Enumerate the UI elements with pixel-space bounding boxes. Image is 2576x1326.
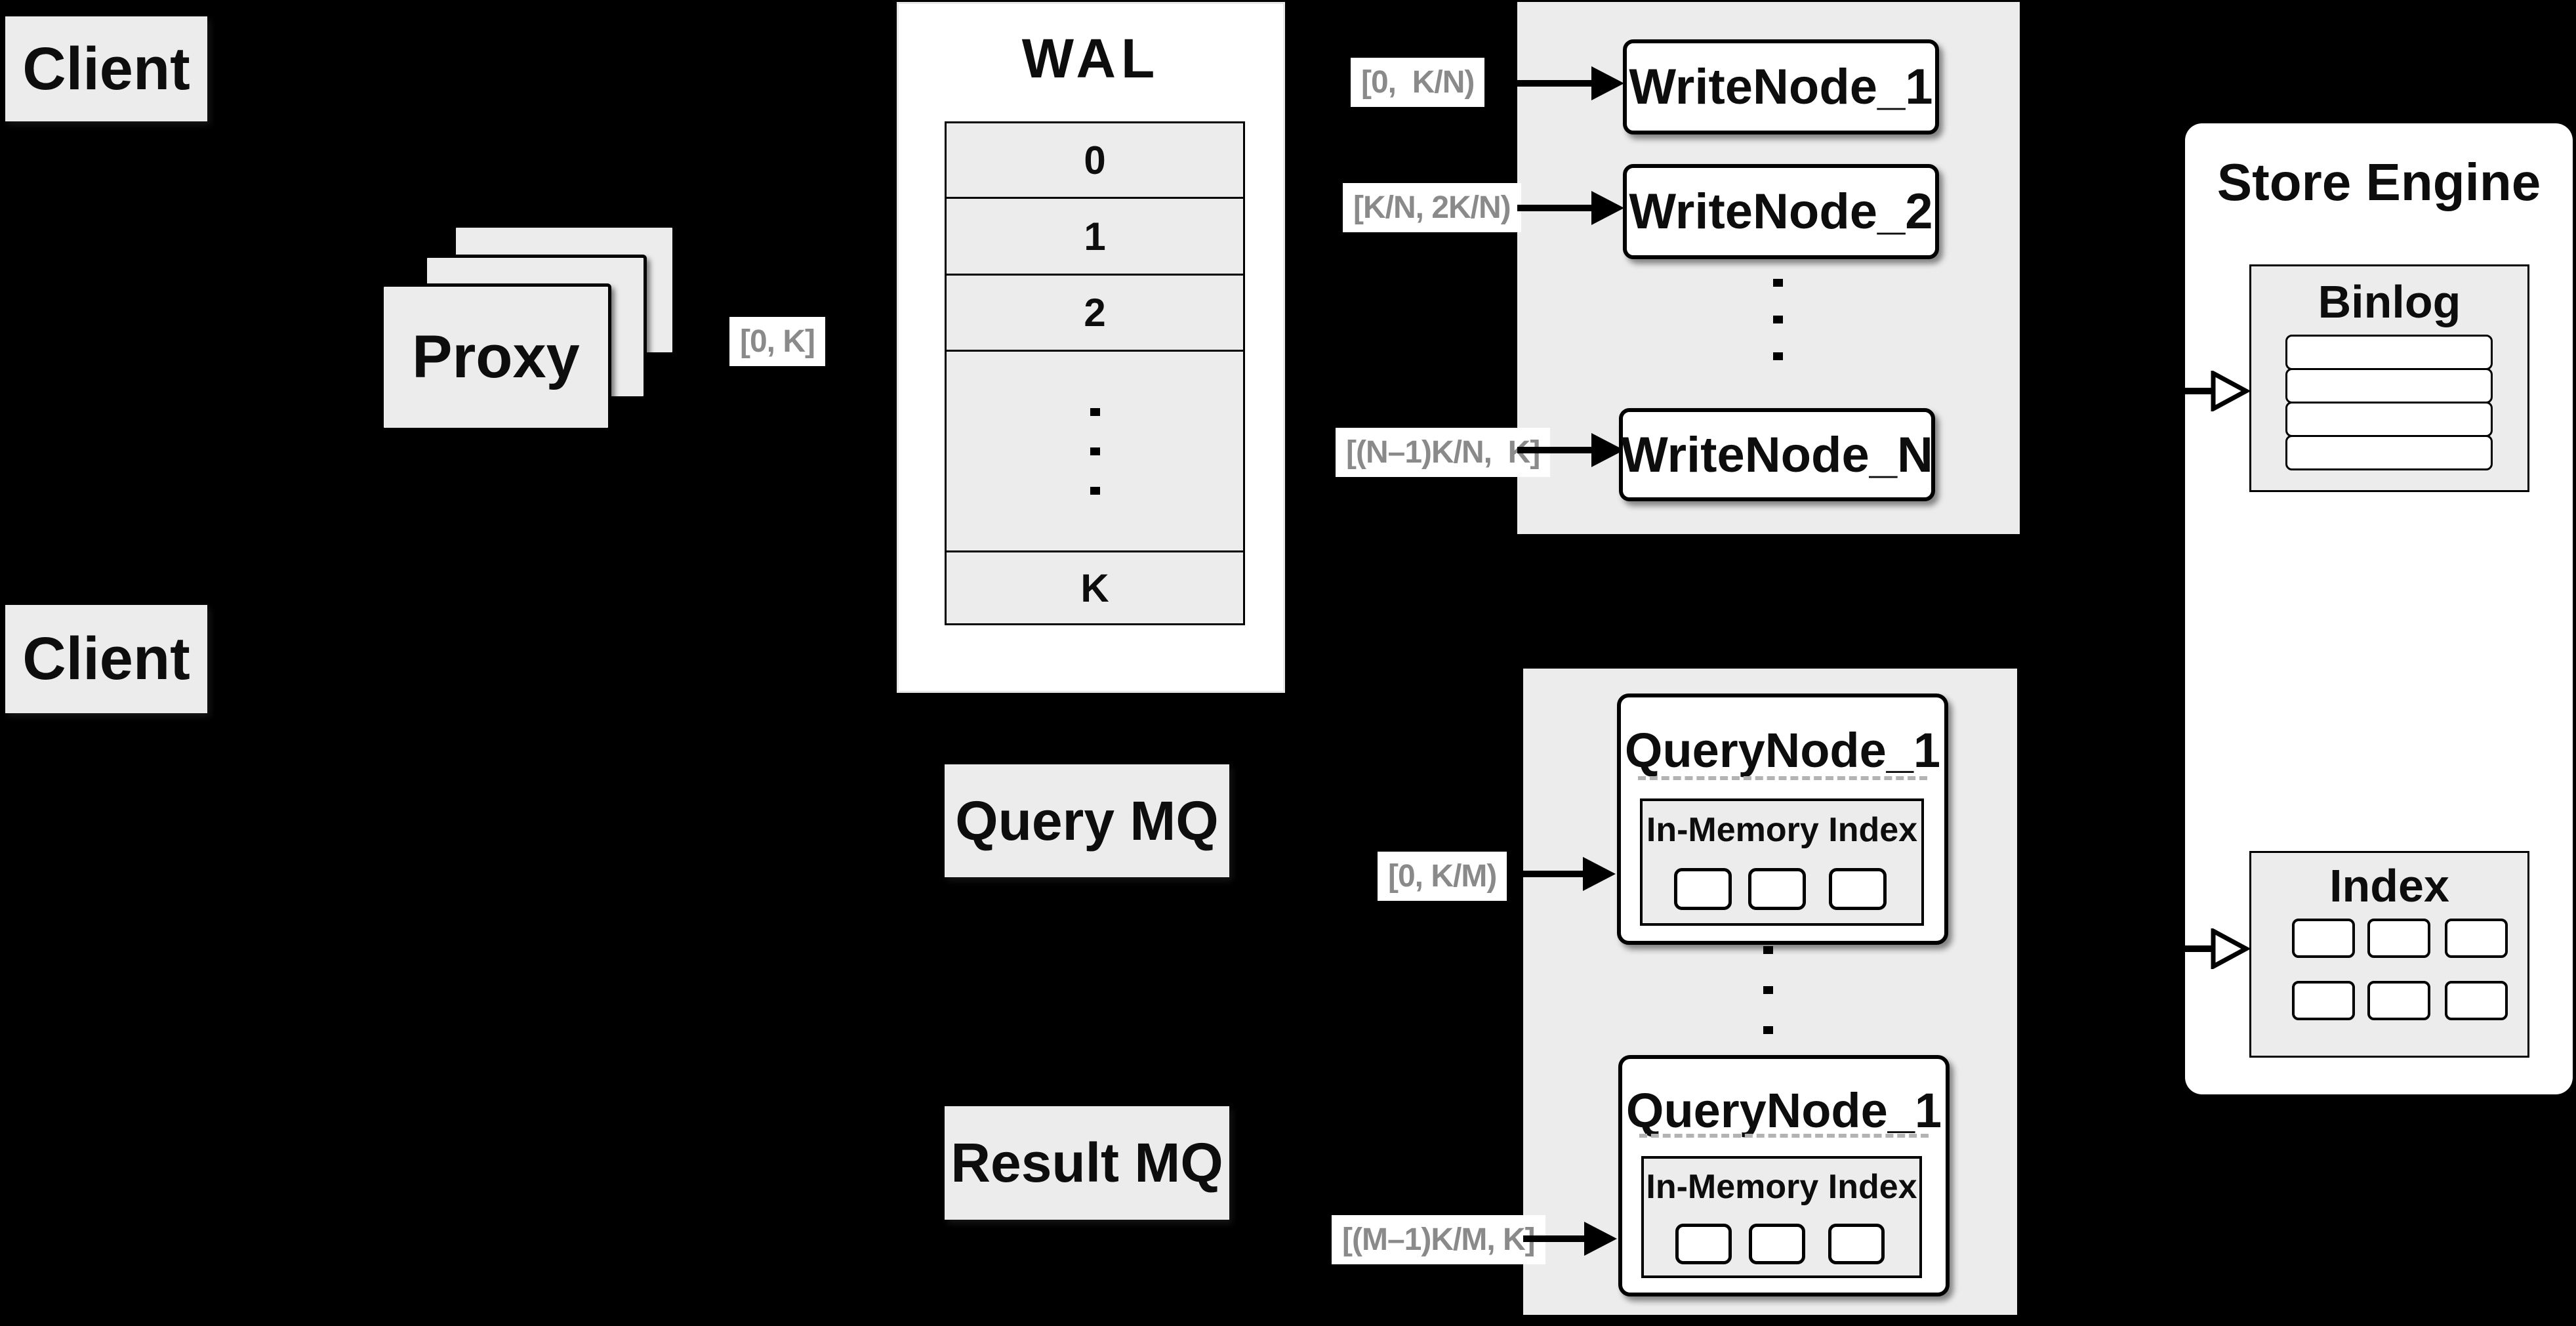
vertical-ellipsis-icon <box>1090 407 1100 416</box>
writenode-1-box: WriteNode_1 <box>1623 39 1939 135</box>
index-cell <box>2445 981 2508 1020</box>
vertical-ellipsis-icon <box>1763 1026 1773 1034</box>
divider <box>1639 1134 1929 1138</box>
arrowhead-icon <box>1584 1222 1617 1256</box>
vertical-ellipsis-icon <box>1773 279 1783 287</box>
segment-cell <box>1829 868 1887 910</box>
binlog-row <box>2285 335 2493 370</box>
vertical-ellipsis-icon <box>1773 316 1783 323</box>
writenode-n-box: WriteNode_N <box>1619 408 1935 501</box>
in-memory-index-title: In-Memory Index <box>1646 1168 1917 1206</box>
wal-row-1: 1 <box>947 199 1243 276</box>
binlog-row <box>2285 368 2493 404</box>
wal-row-k: K <box>947 552 1243 623</box>
querynode-title: QueryNode_1 <box>1625 1083 1942 1138</box>
wal-title: WAL <box>1021 28 1160 89</box>
store-engine-title: Store Engine <box>2217 153 2541 211</box>
segment-cell <box>1675 1224 1732 1264</box>
wal-table: 0 1 2 K <box>945 121 1245 625</box>
arrow-to-writenode-1 <box>1517 80 1593 87</box>
index-cell <box>2292 919 2355 958</box>
query-mq-box: Query MQ <box>945 764 1229 877</box>
range-label-querynode-1: [0, K/M) <box>1378 852 1507 901</box>
range-label-querynode-m: [(M–1)K/M, K] <box>1332 1215 1545 1264</box>
index-cell <box>2445 919 2508 958</box>
wal-row-0: 0 <box>947 123 1243 199</box>
proxy-card-front: Proxy <box>380 283 611 431</box>
index-title: Index <box>2329 860 2449 911</box>
wal-row-ellipsis <box>947 352 1243 552</box>
segment-cell <box>1674 868 1732 910</box>
arrow-to-index <box>2185 945 2215 952</box>
in-memory-index-panel: In-Memory Index <box>1640 798 1924 926</box>
segment-cell <box>1828 1224 1885 1264</box>
arrow-to-writenode-n <box>1517 447 1593 453</box>
index-cell <box>2367 919 2430 958</box>
vertical-ellipsis-icon <box>1763 986 1773 994</box>
vertical-ellipsis-icon <box>1763 946 1773 954</box>
binlog-panel: Binlog <box>2249 264 2529 492</box>
segment-cell <box>1748 868 1806 910</box>
wal-row-2: 2 <box>947 276 1243 352</box>
arrow-to-binlog <box>2185 388 2215 394</box>
index-panel: Index <box>2249 851 2529 1058</box>
arrow-to-writenode-2 <box>1517 205 1593 211</box>
client-box-bottom: Client <box>5 605 207 713</box>
arrowhead-icon <box>1591 66 1624 100</box>
arrowhead-icon <box>1591 433 1624 467</box>
index-cell <box>2367 981 2430 1020</box>
result-mq-box: Result MQ <box>945 1106 1229 1220</box>
arrowhead-icon <box>1583 857 1616 891</box>
client-box-top: Client <box>5 16 207 121</box>
binlog-title: Binlog <box>2318 276 2461 327</box>
querynode-top-box: QueryNode_1 In-Memory Index <box>1617 694 1948 945</box>
vertical-ellipsis-icon <box>1090 447 1100 455</box>
range-label-proxy: [0, K] <box>729 317 825 366</box>
binlog-row <box>2285 435 2493 470</box>
querynode-title: QueryNode_1 <box>1624 723 1941 777</box>
in-memory-index-title: In-Memory Index <box>1646 811 1918 849</box>
writenode-2-box: WriteNode_2 <box>1623 164 1939 259</box>
hollow-arrowhead-icon <box>2211 371 2250 411</box>
wal-panel: WAL 0 1 2 K <box>897 2 1285 693</box>
vertical-ellipsis-icon <box>1773 352 1783 360</box>
arrow-to-querynode-top <box>1523 871 1585 877</box>
arrowhead-icon <box>1591 191 1624 225</box>
store-engine-panel: Store Engine Binlog Index <box>2185 123 2573 1094</box>
divider <box>1638 776 1927 780</box>
vertical-ellipsis-icon <box>1090 486 1100 495</box>
segment-cell <box>1749 1224 1805 1264</box>
hollow-arrowhead-icon <box>2211 928 2250 969</box>
in-memory-index-panel: In-Memory Index <box>1641 1156 1922 1278</box>
querynode-bottom-box: QueryNode_1 In-Memory Index <box>1618 1055 1950 1296</box>
binlog-row <box>2285 402 2493 437</box>
range-label-writenode-1: [0, K/N) <box>1351 58 1485 107</box>
range-label-writenode-2: [K/N, 2K/N) <box>1343 183 1521 232</box>
range-label-writenode-n: [(N–1)K/N, K] <box>1336 428 1551 477</box>
index-cell <box>2292 981 2355 1020</box>
arrow-to-querynode-bottom <box>1523 1235 1587 1242</box>
